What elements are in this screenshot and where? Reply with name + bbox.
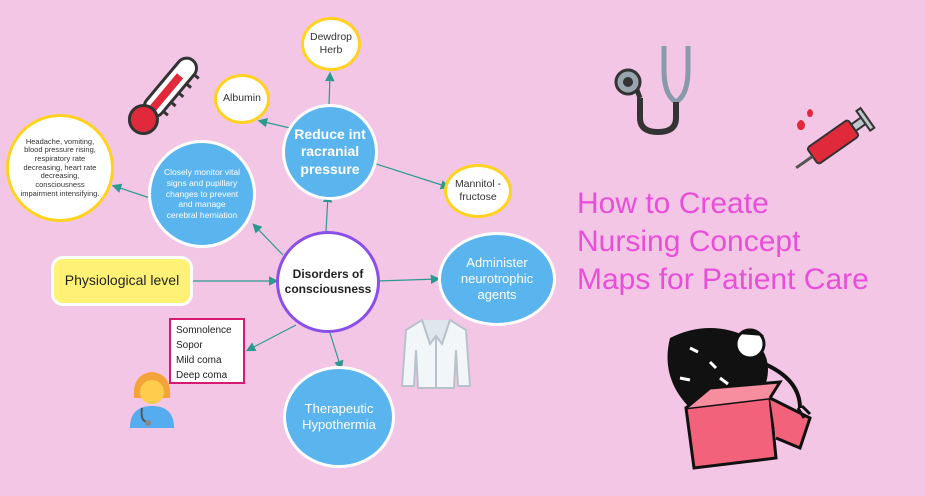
person-with-box-illustration	[667, 328, 812, 470]
nurse-icon	[130, 372, 174, 428]
edge-monitor-to-symptoms	[111, 183, 151, 199]
level-item: Deep coma	[176, 370, 228, 381]
syringe-icon	[795, 106, 876, 170]
node-monitor-vitals: Closely monitor vital signs and pupillar…	[148, 140, 256, 248]
center-node-label: Disorders of consciousness	[284, 267, 372, 296]
node-symptoms: Headache, vomiting, blood pressure risin…	[6, 114, 114, 222]
node-symptoms-label: Headache, vomiting, blood pressure risin…	[20, 136, 100, 198]
edge-center-to-hypothermia	[329, 332, 344, 371]
node-mannitol-label: Mannitol -fructose	[454, 177, 502, 203]
node-physiological-level: Physiological level	[51, 256, 193, 306]
node-physiological-level-label: Physiological level	[64, 272, 180, 289]
title-line-3: Maps for Patient Care	[577, 263, 869, 296]
edge-center-to-neurotrophic	[377, 274, 441, 285]
title-line-1: How to Create	[577, 187, 769, 220]
level-item: Sopor	[176, 340, 203, 351]
node-dewdrop-herb: Dewdrop Herb	[301, 17, 361, 71]
edge-reduce-to-dewdrop	[324, 71, 335, 107]
edge-center-to-levels	[245, 324, 297, 352]
node-center-disorders: Disorders of consciousness	[276, 231, 380, 333]
node-mannitol: Mannitol -fructose	[444, 164, 512, 218]
node-hypothermia: Therapeutic Hypothermia	[283, 366, 395, 468]
node-reduce-pressure-label: Reduce int racranial pressure	[294, 125, 366, 177]
edge-reduce-to-mannitol	[369, 161, 451, 190]
edge-center-to-monitor	[252, 223, 284, 256]
node-dewdrop-herb-label: Dewdrop Herb	[309, 30, 353, 56]
node-monitor-vitals-label: Closely monitor vital signs and pupillar…	[163, 167, 241, 220]
node-neurotrophic-label: Administer neurotrophic agents	[460, 254, 534, 303]
level-item: Mild coma	[176, 355, 222, 366]
stethoscope-icon	[614, 46, 691, 135]
node-hypothermia-label: Therapeutic Hypothermia	[302, 400, 376, 432]
lab-coat-icon	[400, 318, 472, 389]
edge-center-to-reduce	[322, 192, 333, 233]
edge-reduce-to-albumin	[257, 117, 291, 129]
thermometer-icon	[127, 56, 200, 136]
consciousness-levels-list: Somnolence Sopor Mild coma Deep coma	[169, 318, 245, 384]
node-neurotrophic: Administer neurotrophic agents	[438, 232, 556, 326]
level-item: Somnolence	[176, 325, 232, 336]
node-albumin: Albumin	[214, 74, 270, 124]
title-line-2: Nursing Concept	[577, 225, 801, 258]
node-albumin-label: Albumin	[223, 92, 261, 105]
node-reduce-pressure: Reduce int racranial pressure	[282, 104, 378, 200]
